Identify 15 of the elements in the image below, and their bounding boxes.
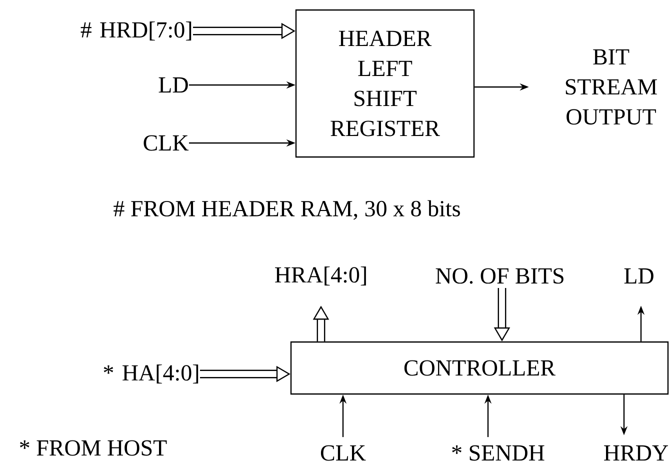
block-box: HEADER LEFT SHIFT REGISTER [295,9,475,158]
signal-label: CLK [320,445,366,461]
signal-label: * HA[4:0] [104,364,198,384]
signal-label: HRA[4:0] [275,266,366,286]
note-label: * FROM HOST [20,440,167,456]
signal-label: CLK [144,135,189,151]
signal-label: HRDY [604,445,668,461]
output-label: BIT STREAM OUTPUT [566,49,657,125]
signal-label: NO. OF BITS [436,268,564,284]
note-label: # FROM HEADER RAM, 30 x 8 bits [114,200,460,220]
signal-label: LD [158,77,188,93]
signal-label: # HRD[7:0] [80,21,192,40]
signal-label: * SENDH [452,445,544,461]
signal-label: LD [624,268,654,284]
block-box: CONTROLLER [290,341,669,395]
